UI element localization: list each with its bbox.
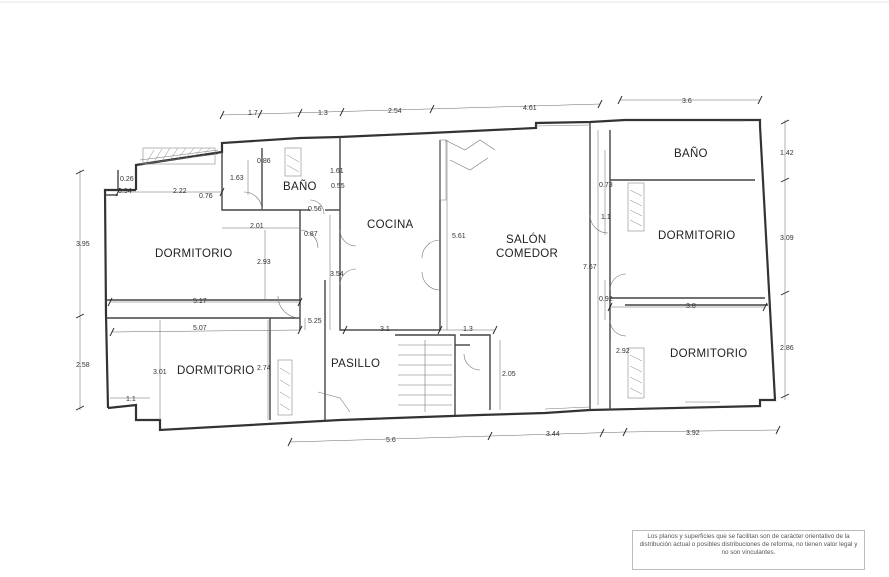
dim-label: 3.95	[76, 241, 90, 248]
dim-label: 1.42	[780, 150, 794, 157]
dim-label: 2.22	[173, 188, 187, 195]
dim-label: 1.1	[126, 396, 136, 403]
dim-label: 5.61	[452, 233, 466, 240]
dim-label: 3.09	[780, 235, 794, 242]
dim-label: 1.3	[463, 326, 473, 333]
dim-label: 2.92	[616, 348, 630, 355]
room-label-comedor: COMEDOR	[496, 248, 558, 260]
doors	[243, 191, 627, 371]
room-label-bano-2: BAÑO	[674, 147, 708, 160]
room-label-salon: SALÓN	[506, 233, 547, 246]
disclaimer-note: Los planos y superficies que se facilita…	[632, 530, 865, 570]
dim-label: 0.56	[308, 206, 322, 213]
room-label-dormitorio-2: DORMITORIO	[658, 230, 736, 242]
dim-label: 2.05	[502, 371, 516, 378]
dim-label: 3.01	[153, 369, 167, 376]
dim-label: 0.73	[599, 182, 613, 189]
room-label-dormitorio-4: DORMITORIO	[670, 348, 748, 360]
dim-label: 5.25	[308, 318, 322, 325]
dim-label: 4.61	[523, 105, 537, 112]
dim-label: 3.8	[686, 303, 696, 310]
room-label-bano-1: BAÑO	[283, 180, 317, 193]
dim-label: 0.94	[118, 188, 132, 195]
dim-label: 0.55	[331, 183, 345, 190]
dim-label: 2.86	[780, 345, 794, 352]
dim-label: 0.87	[304, 231, 318, 238]
dim-label: 5.6	[386, 437, 396, 444]
dim-label: 3.44	[546, 431, 560, 438]
dim-label: 3.1	[380, 326, 390, 333]
dim-label: 0.86	[257, 158, 271, 165]
dim-label: 3.92	[686, 430, 700, 437]
room-label-cocina: COCINA	[367, 219, 414, 231]
dimension-labels: 1.7 1.3 2.54 4.61 3.6 1.42 3.09 2.86 3.9…	[76, 98, 794, 444]
dim-label: 2.74	[257, 365, 271, 372]
room-labels: BAÑO BAÑO COCINA SALÓN COMEDOR DORMITORI…	[155, 147, 748, 377]
dim-label: 5.17	[193, 298, 207, 305]
dim-label: 0.92	[599, 296, 613, 303]
dim-label: 2.01	[250, 223, 264, 230]
interior-walls	[106, 122, 768, 420]
dim-label: 3.6	[682, 98, 692, 105]
dim-label: 1.1	[601, 214, 611, 221]
dim-label: 1.3	[318, 110, 328, 117]
room-label-pasillo: PASILLO	[331, 358, 380, 370]
windows	[139, 120, 745, 410]
dim-label: 0.26	[120, 176, 134, 183]
room-label-dormitorio-3: DORMITORIO	[177, 365, 255, 377]
dim-label: 0.76	[199, 193, 213, 200]
dim-label: 1.61	[330, 168, 344, 175]
dim-label: 2.58	[76, 362, 90, 369]
dim-label: 3.54	[330, 271, 344, 278]
staircase	[317, 139, 496, 413]
dim-label: 2.54	[388, 108, 402, 115]
wardrobes	[142, 139, 645, 416]
dim-label: 2.93	[257, 259, 271, 266]
dim-label: 1.7	[248, 110, 258, 117]
room-label-dormitorio-1: DORMITORIO	[155, 248, 233, 260]
dim-label: 5.07	[193, 325, 207, 332]
dim-label: 7.67	[583, 264, 597, 271]
dim-label: 1.63	[230, 175, 244, 182]
dimension-lines	[75, 95, 790, 447]
